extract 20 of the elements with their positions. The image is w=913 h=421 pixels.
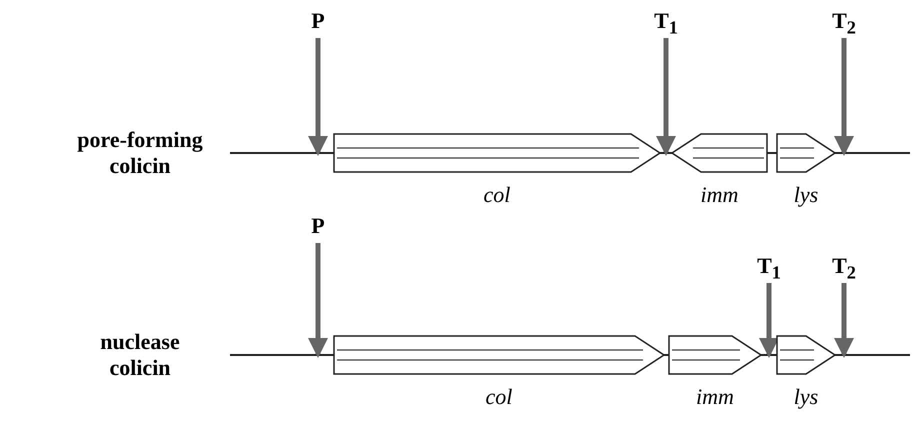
site-label: P xyxy=(303,215,333,237)
arrow xyxy=(834,38,854,156)
site-label: T$_{1}$ xyxy=(754,255,784,284)
arrow xyxy=(656,38,676,156)
gene-segment: lys xyxy=(776,133,836,215)
site-label: T$_{2}$ xyxy=(829,255,859,284)
site-label: T$_{1}$ xyxy=(651,10,681,38)
site-label: P xyxy=(303,10,333,32)
row-label: nuclease colicin xyxy=(99,329,181,381)
gene-segment: imm xyxy=(671,133,768,215)
gene-segment: lys xyxy=(776,335,836,417)
gene-segment: col xyxy=(333,133,661,215)
site-label: T$_{2}$ xyxy=(829,10,859,38)
arrow xyxy=(759,283,779,358)
arrow xyxy=(308,243,328,358)
arrow xyxy=(834,283,854,358)
row-label: pore-forming colicin xyxy=(76,127,204,179)
gene-segment: imm xyxy=(668,335,762,417)
arrow xyxy=(308,38,328,156)
gene-segment: col xyxy=(333,335,665,417)
